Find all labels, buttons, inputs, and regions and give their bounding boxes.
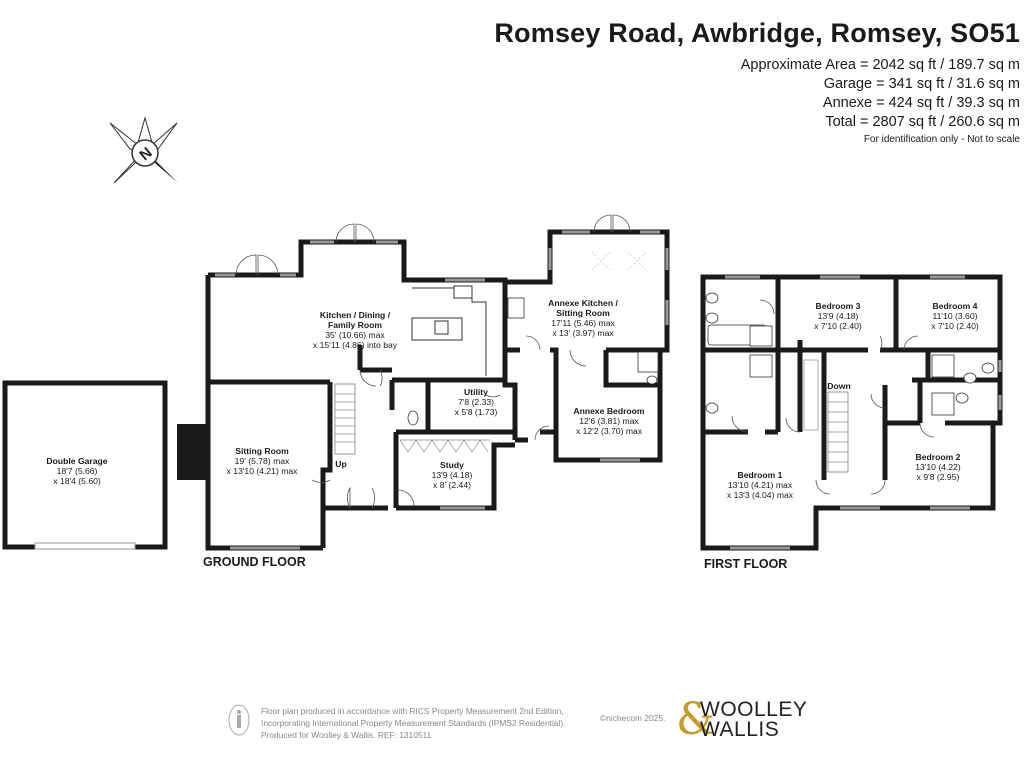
first-floor-label: FIRST FLOOR bbox=[704, 557, 788, 571]
room-dim: x 18'4 (5.60) bbox=[53, 476, 101, 486]
footer-line: Incorporating International Property Mea… bbox=[261, 718, 566, 728]
stairs-down-label: Down bbox=[827, 381, 851, 391]
annexe-doors bbox=[525, 214, 631, 441]
annexe-rooflights bbox=[591, 251, 647, 271]
annexe-shower-icon bbox=[637, 351, 659, 373]
room-bedroom-3: Bedroom 3 13'9 (4.18) x 7'10 (2.40) bbox=[814, 301, 862, 331]
approximate-area: Approximate Area = 2042 sq ft / 189.7 sq… bbox=[740, 57, 1020, 73]
footer-disclaimer: Floor plan produced in accordance with R… bbox=[261, 705, 565, 741]
room-name: Bedroom 3 bbox=[815, 301, 861, 311]
ground-floor-windows bbox=[215, 240, 485, 550]
room-name: Sitting Room bbox=[235, 446, 289, 456]
person-scale-icon bbox=[228, 704, 250, 736]
room-dim: 17'11 (5.46) max bbox=[551, 318, 615, 328]
copyright-text: ©nichecom 2025. bbox=[600, 713, 666, 723]
kitchen-worktop bbox=[412, 287, 487, 376]
garage-area: Garage = 341 sq ft / 31.6 sq m bbox=[823, 76, 1020, 92]
room-dim: x 7'10 (2.40) bbox=[931, 321, 979, 331]
room-dim: x 13'10 (4.21) max bbox=[226, 466, 298, 476]
room-name: Annexe Kitchen / bbox=[548, 298, 618, 308]
room-dim: 7'8 (2.33) bbox=[457, 397, 495, 407]
room-name: Double Garage bbox=[46, 456, 108, 466]
annexe-windows bbox=[548, 230, 669, 462]
landing-cupboard bbox=[803, 359, 819, 431]
room-dim: 13'10 (4.21) max bbox=[727, 480, 793, 490]
room-bedroom-4: Bedroom 4 11'10 (3.60) x 7'10 (2.40) bbox=[931, 301, 979, 331]
chimney-breast bbox=[177, 424, 208, 480]
room-dim: 18'7 (5.66) bbox=[56, 466, 98, 476]
hob-icon bbox=[434, 320, 449, 335]
bed4-wc-icon bbox=[981, 362, 995, 374]
footer-line: Floor plan produced in accordance with R… bbox=[261, 706, 564, 716]
room-name: Bedroom 1 bbox=[737, 470, 783, 480]
ensuite-shower-icon bbox=[749, 325, 773, 347]
logo-bottom: WALLIS bbox=[700, 718, 780, 741]
bed4-shower-icon bbox=[931, 354, 955, 378]
room-dim: 35' (10.66) max bbox=[325, 330, 385, 340]
room-dim: 13'9 (4.18) bbox=[817, 311, 859, 321]
annexe-sink-icon bbox=[507, 297, 525, 319]
bed4-basin-icon bbox=[963, 372, 977, 384]
room-study: Study 13'9 (4.18) x 8' (2.44) bbox=[432, 460, 473, 490]
stairs-down-icon bbox=[827, 391, 849, 473]
room-dim: x 8' (2.44) bbox=[433, 480, 471, 490]
room-dim: 12'6 (3.81) max bbox=[579, 416, 639, 426]
room-bedroom-1: Bedroom 1 13'10 (4.21) max x 13'3 (4.04)… bbox=[727, 470, 793, 500]
bathroom-wc-icon bbox=[705, 292, 719, 304]
room-bedroom-2: Bedroom 2 13'10 (4.22) x 9'8 (2.95) bbox=[915, 452, 961, 482]
first-floor-windows bbox=[725, 275, 1002, 550]
room-utility: Utility 7'8 (2.33) x 5'8 (1.73) bbox=[455, 387, 498, 417]
room-double-garage: Double Garage 18'7 (5.66) x 18'4 (5.60) bbox=[46, 456, 107, 486]
bed2-basin-icon bbox=[955, 392, 969, 404]
room-kitchen-dining-family: Kitchen / Dining / Family Room 35' (10.6… bbox=[313, 310, 397, 350]
room-name: Sitting Room bbox=[556, 308, 610, 318]
stairs-up-label: Up bbox=[335, 459, 347, 469]
room-dim: x 9'8 (2.95) bbox=[916, 472, 960, 482]
ground-floor-label: GROUND FLOOR bbox=[203, 555, 306, 569]
room-dim: 11'10 (3.60) bbox=[932, 311, 978, 321]
room-name: Study bbox=[440, 460, 464, 470]
annexe-area: Annexe = 424 sq ft / 39.3 sq m bbox=[822, 95, 1020, 111]
room-dim: x 5'8 (1.73) bbox=[454, 407, 498, 417]
bed2-shower-icon bbox=[931, 392, 955, 416]
room-dim: x 7'10 (2.40) bbox=[814, 321, 862, 331]
annexe-wc-icon bbox=[646, 375, 658, 385]
first-floor-doors bbox=[731, 299, 935, 495]
room-name: Kitchen / Dining / bbox=[319, 310, 391, 320]
room-dim: 13'9 (4.18) bbox=[431, 470, 473, 480]
stairs-up-icon bbox=[334, 383, 356, 455]
bathroom-basin-icon bbox=[705, 312, 719, 324]
room-sitting-room: Sitting Room 19' (5.78) max x 13'10 (4.2… bbox=[227, 446, 298, 476]
room-dim: x 15'11 (4.86) into bay bbox=[312, 340, 398, 350]
study-wardrobes bbox=[399, 439, 489, 453]
garage-door bbox=[34, 542, 136, 550]
room-dim: 19' (5.78) max bbox=[234, 456, 290, 466]
logo-top: WOOLLEY bbox=[700, 698, 808, 721]
logo-ampersand: & bbox=[676, 694, 716, 745]
room-dim: 13'10 (4.22) bbox=[915, 462, 961, 472]
room-annexe-kitchen: Annexe Kitchen / Sitting Room 17'11 (5.4… bbox=[548, 298, 618, 338]
room-dim: x 12'2 (3.70) max bbox=[575, 426, 643, 436]
ensuite-wc-icon bbox=[705, 402, 719, 414]
wc-icon bbox=[407, 410, 419, 426]
footer-line: Produced for Woolley & Wallis. REF: 1310… bbox=[261, 730, 432, 740]
identification-note: For identification only - Not to scale bbox=[863, 134, 1020, 145]
compass-icon bbox=[109, 116, 178, 184]
room-name: Utility bbox=[464, 387, 488, 397]
woolley-wallis-logo: WOOLLEY WALLIS bbox=[700, 698, 808, 741]
room-name: Bedroom 4 bbox=[932, 301, 978, 311]
total-area: Total = 2807 sq ft / 260.6 sq m bbox=[825, 114, 1020, 130]
sink-icon bbox=[453, 285, 473, 299]
room-dim: x 13' (3.97) max bbox=[552, 328, 614, 338]
room-name: Family Room bbox=[328, 320, 382, 330]
first-floor-walls bbox=[700, 274, 1003, 551]
room-annexe-bedroom: Annexe Bedroom 12'6 (3.81) max x 12'2 (3… bbox=[573, 406, 644, 436]
room-name: Annexe Bedroom bbox=[573, 406, 645, 416]
room-name: Bedroom 2 bbox=[915, 452, 961, 462]
french-doors bbox=[235, 223, 501, 509]
room-dim: x 13'3 (4.04) max bbox=[726, 490, 794, 500]
property-title: Romsey Road, Awbridge, Romsey, SO51 bbox=[494, 18, 1020, 48]
shower-icon bbox=[749, 354, 773, 378]
